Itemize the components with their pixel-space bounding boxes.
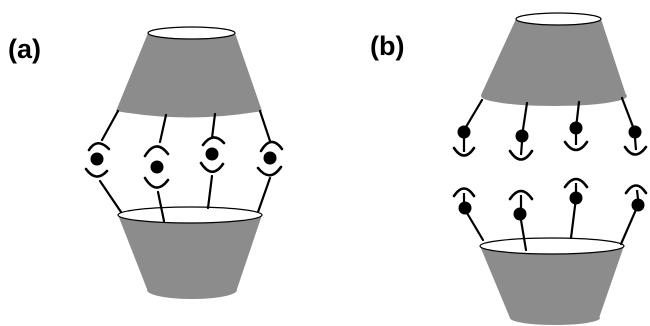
top-frustum-b [481,12,627,106]
binding-site-a2 [143,145,170,189]
top-frustum-a [116,26,262,118]
binding-site-a3 [199,136,226,174]
binding-site-a1 [84,141,111,178]
panel-b [452,12,648,325]
binding-pair-b1 [452,125,476,215]
bottom-frustum-a [117,206,263,299]
top-cap-b [515,12,602,26]
panel-label-a: (a) [8,34,41,64]
panel-label-b: (b) [370,31,405,61]
binding-pair-b2 [508,129,534,221]
binding-pair-b3 [563,121,589,205]
panel-a [84,26,284,299]
top-cap-a [147,26,236,40]
binding-site-a4 [256,140,284,177]
bottom-cap-a [117,206,263,224]
tethers-b [461,96,640,252]
bottom-cap-b [479,237,625,255]
tethers-a [98,109,272,223]
binding-pair-b4 [623,125,648,212]
bottom-frustum-b [479,237,625,325]
